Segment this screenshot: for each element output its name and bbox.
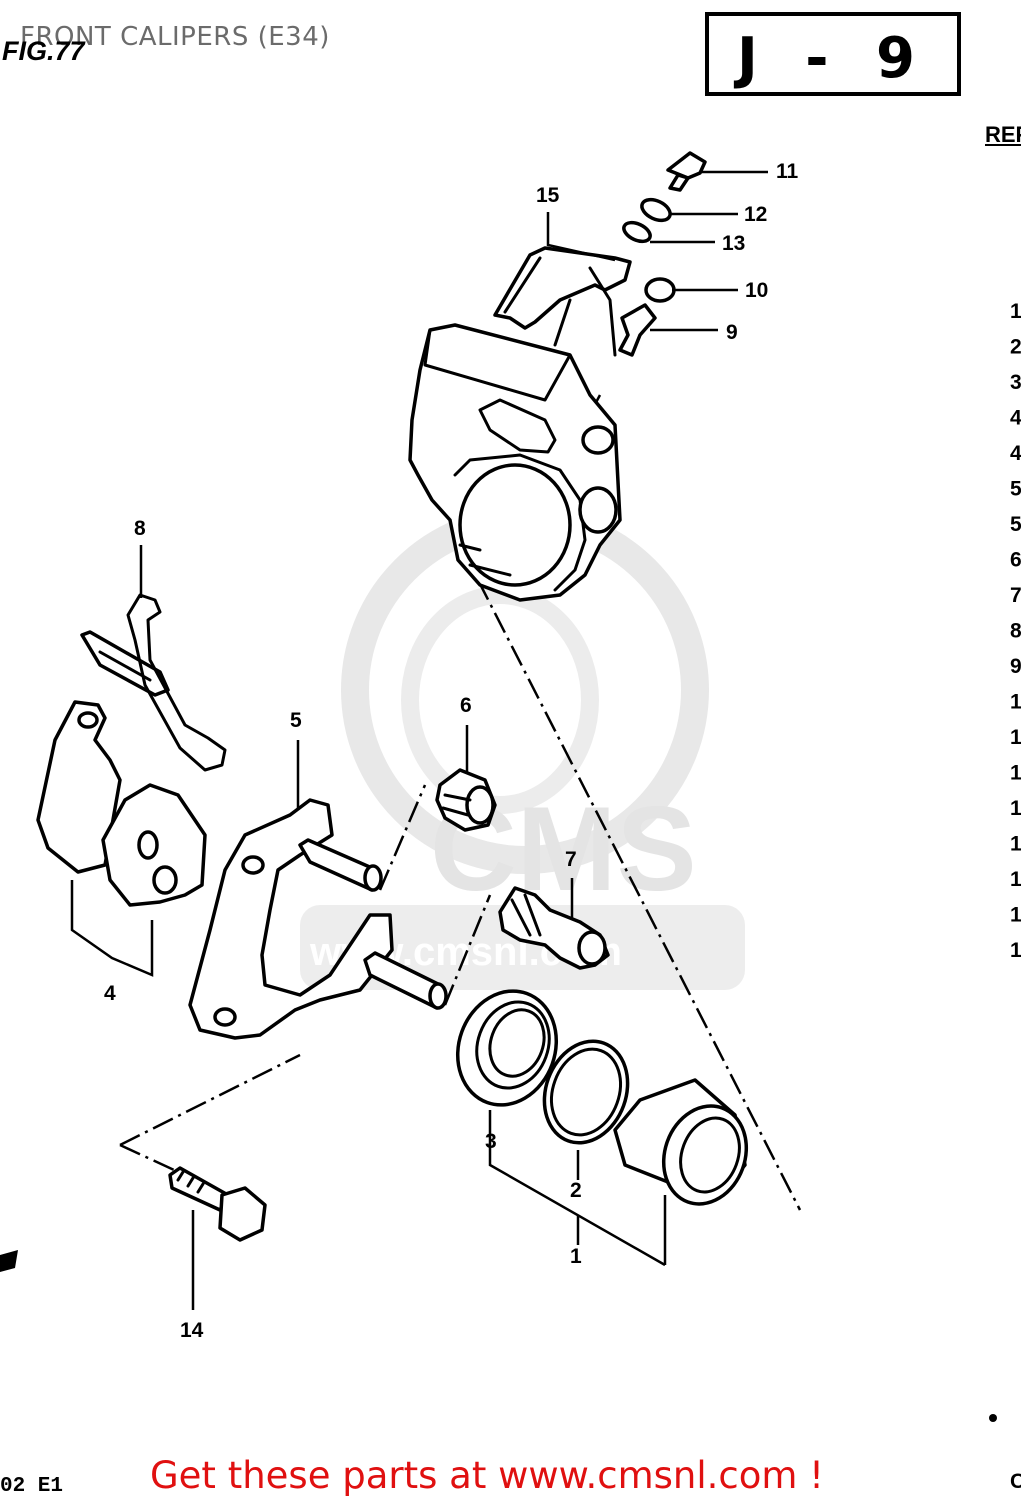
corner-code-right: C bbox=[1010, 1470, 1021, 1493]
ref-number: 8 bbox=[1010, 620, 1021, 643]
ref-number: 5 bbox=[1010, 478, 1021, 501]
edge-marks bbox=[0, 1250, 997, 1422]
ref-number: 7 bbox=[1010, 584, 1021, 607]
ref-number: 13 bbox=[1010, 797, 1021, 820]
label-8[interactable]: 8 bbox=[134, 517, 146, 540]
ref-number: 10 bbox=[1010, 691, 1021, 714]
ref-number: 3 bbox=[1010, 371, 1021, 394]
ref-number: 5 bbox=[1010, 513, 1021, 536]
part-9-bleeder-valve bbox=[618, 303, 657, 357]
part-14-mounting-bolt bbox=[168, 1166, 267, 1242]
part-12-lock-washer bbox=[640, 197, 672, 223]
part-2-dust-seal bbox=[542, 1039, 630, 1145]
part-15-caliper-cover bbox=[493, 246, 632, 357]
part-6-pin-boot bbox=[435, 768, 497, 832]
part-10-bleeder-cap bbox=[644, 277, 676, 303]
part-3-piston-seal bbox=[455, 989, 559, 1107]
page-title: FRONT CALIPERS (E34) bbox=[20, 22, 330, 52]
section-code-box: J - 9 bbox=[705, 12, 961, 96]
label-10[interactable]: 10 bbox=[745, 279, 768, 302]
label-2[interactable]: 2 bbox=[570, 1179, 582, 1202]
part-4-brake-pads bbox=[36, 700, 207, 977]
ref-number: 6 bbox=[1010, 549, 1021, 572]
ref-number-column: 12344556789101112131414151 bbox=[1010, 300, 1021, 962]
part-11-screw bbox=[666, 151, 707, 192]
label-13[interactable]: 13 bbox=[722, 232, 745, 255]
caliper-body bbox=[408, 323, 622, 602]
label-7[interactable]: 7 bbox=[565, 848, 577, 871]
label-3[interactable]: 3 bbox=[485, 1130, 497, 1153]
label-11[interactable]: 11 bbox=[776, 160, 799, 183]
section-code: J - 9 bbox=[736, 26, 930, 91]
corner-code-left: 02 E1 bbox=[0, 1475, 64, 1498]
part-13-washer bbox=[622, 220, 652, 244]
label-1[interactable]: 1 bbox=[570, 1245, 582, 1268]
ref-number: 4 bbox=[1010, 442, 1021, 465]
ref-number: 2 bbox=[1010, 336, 1021, 359]
ref-number: 14 bbox=[1010, 833, 1021, 856]
ref-number: 12 bbox=[1010, 762, 1021, 785]
ref-number: 1 bbox=[1010, 300, 1021, 323]
ref-column-header: REF. bbox=[985, 122, 1021, 147]
label-4[interactable]: 4 bbox=[104, 982, 116, 1005]
label-12[interactable]: 12 bbox=[744, 203, 767, 226]
footer-shop-link[interactable]: Get these parts at www.cmsnl.com ! bbox=[150, 1454, 825, 1497]
figure-label: FIG.77 bbox=[2, 36, 85, 66]
label-14[interactable]: 14 bbox=[180, 1319, 204, 1342]
label-5[interactable]: 5 bbox=[290, 709, 302, 732]
ref-number: 15 bbox=[1010, 904, 1021, 927]
part-1-piston bbox=[613, 1078, 749, 1206]
ref-number: 9 bbox=[1010, 655, 1021, 678]
watermark-band bbox=[300, 905, 745, 990]
label-6[interactable]: 6 bbox=[460, 694, 472, 717]
ref-number: 11 bbox=[1010, 726, 1021, 749]
part-number-labels: 11 12 13 10 9 15 8 5 6 7 4 3 2 1 14 bbox=[104, 160, 799, 1342]
part-5-caliper-bracket bbox=[188, 798, 448, 1040]
ref-number: 1 bbox=[1010, 939, 1021, 962]
ref-number: 14 bbox=[1010, 868, 1021, 891]
part-8-pad-spring bbox=[80, 593, 227, 772]
ref-number: 4 bbox=[1010, 407, 1021, 430]
label-15[interactable]: 15 bbox=[536, 184, 560, 207]
leader-lines bbox=[139, 170, 768, 1310]
part-7-slide-pin bbox=[498, 886, 610, 970]
label-9[interactable]: 9 bbox=[726, 321, 738, 344]
